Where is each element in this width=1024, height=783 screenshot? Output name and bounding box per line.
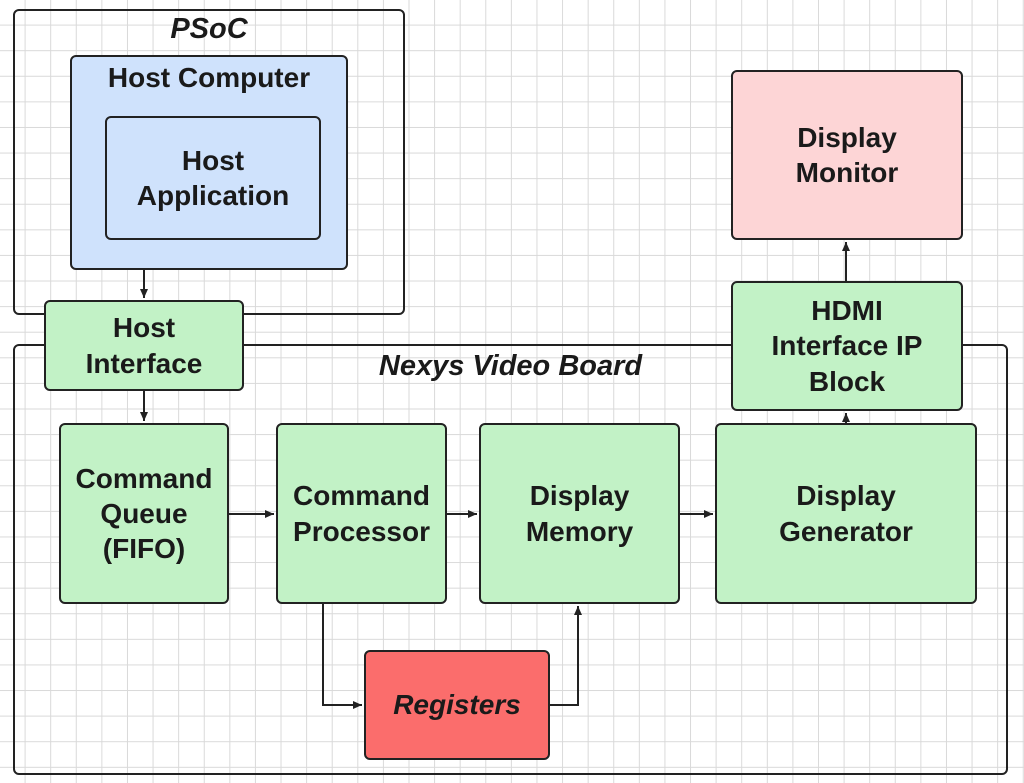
command-queue-block: Command Queue (FIFO) (59, 423, 229, 604)
host-application-block: Host Application (105, 116, 321, 240)
command-processor-block: Command Processor (276, 423, 447, 604)
host-computer-label: Host Computer (107, 62, 311, 93)
display-monitor-block: Display Monitor (731, 70, 963, 240)
display-monitor-label: Display Monitor (795, 121, 899, 188)
nexys-board-container: Nexys Video Board (13, 344, 1008, 775)
hdmi-interface-block: HDMI Interface IP Block (731, 281, 963, 411)
host-interface-block: Host Interface (44, 300, 244, 391)
nexys-board-title: Nexys Video Board (378, 350, 643, 382)
host-application-label: Host Application (136, 144, 290, 211)
hdmi-interface-label: HDMI Interface IP Block (771, 295, 923, 397)
display-generator-block: Display Generator (715, 423, 977, 604)
display-generator-label: Display Generator (779, 480, 913, 547)
registers-label: Registers (393, 689, 521, 721)
psoc-title: PSoC (170, 13, 248, 45)
command-queue-label: Command Queue (FIFO) (75, 462, 213, 565)
command-processor-label: Command Processor (293, 480, 430, 547)
display-memory-block: Display Memory (479, 423, 680, 604)
registers-block: Registers (364, 650, 550, 760)
host-interface-label: Host Interface (85, 312, 203, 379)
display-memory-label: Display Memory (525, 480, 634, 547)
